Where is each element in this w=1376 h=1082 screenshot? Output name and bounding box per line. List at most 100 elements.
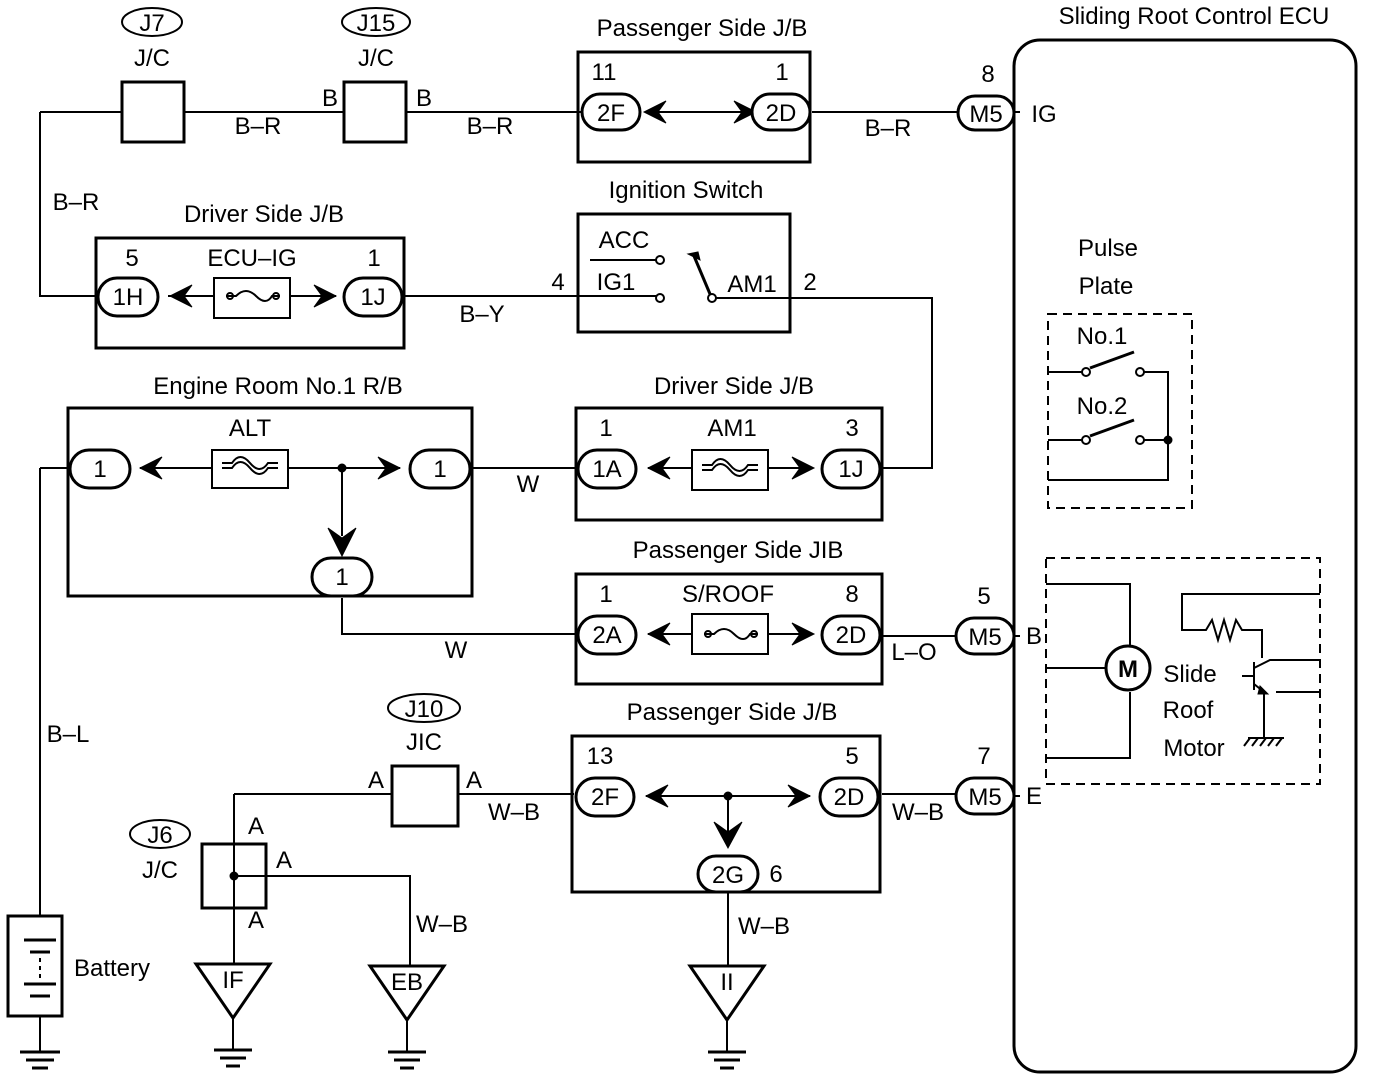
- wire-wb-4: W–B: [738, 913, 790, 940]
- ground-ii-label: II: [720, 969, 733, 996]
- m5-e-terminal: E: [1026, 783, 1042, 810]
- pjb-mid-right-conn: 2D: [836, 622, 867, 649]
- ignition-acc: ACC: [599, 227, 650, 254]
- wire-wb-3: W–B: [416, 911, 468, 938]
- wire-bl: B–L: [47, 721, 90, 748]
- j15-id: J15: [357, 10, 396, 37]
- pjb-bot-right-pin: 5: [845, 743, 858, 770]
- junction-j15: J15 J/C B B: [322, 7, 432, 144]
- j6-pin-top: A: [248, 813, 264, 840]
- ignition-am1: AM1: [727, 271, 776, 298]
- pulse-plate-line2: Plate: [1079, 273, 1134, 300]
- motor-label-2: Roof: [1163, 697, 1214, 724]
- pjb-mid-left-pin: 1: [599, 581, 612, 608]
- djb-top-right-conn: 1J: [360, 284, 385, 311]
- ground-if: IF: [193, 962, 273, 1068]
- pulse-sw1-label: No.1: [1077, 323, 1128, 350]
- j15-pin-left: B: [322, 85, 338, 112]
- pjb-top-right-pin: 1: [775, 59, 788, 86]
- m5-e-conn: M5: [968, 784, 1001, 811]
- m5-b-conn: M5: [968, 624, 1001, 651]
- wire-by: B–Y: [459, 301, 504, 328]
- alt-fuse: [211, 449, 289, 489]
- pjb-bot-bottom-pin: 6: [769, 861, 782, 888]
- pulse-plate: Pulse Plate No.1 No.2: [1047, 235, 1193, 509]
- passenger-jb-mid: Passenger Side JIB 1 S/ROOF 8 2A 2D: [574, 537, 884, 686]
- ignition-pin-right: 2: [803, 269, 816, 296]
- j6-type: J/C: [142, 857, 178, 884]
- wire-br-2: B–R: [467, 113, 514, 140]
- djb-top-left-pin: 5: [125, 245, 138, 272]
- engine-rb-bottom-conn: 1: [335, 564, 348, 591]
- engine-rb-title: Engine Room No.1 R/B: [153, 373, 402, 400]
- pjb-mid-title: Passenger Side JIB: [633, 537, 844, 564]
- motor-icon: [1104, 644, 1152, 692]
- pjb-top-right-conn: 2D: [766, 100, 797, 127]
- battery-label: Battery: [74, 955, 150, 982]
- engine-room-rb: Engine Room No.1 R/B ALT 1 1 1: [66, 373, 474, 598]
- m5-e-pin: 7: [977, 743, 990, 770]
- ecu-title: Sliding Root Control ECU: [1059, 3, 1330, 30]
- j6-pin-bottom: A: [248, 907, 264, 934]
- pjb-top-title: Passenger Side J/B: [597, 15, 808, 42]
- motor-label-1: Slide: [1163, 661, 1216, 688]
- slide-roof-motor: M Slide Roof Motor: [1045, 557, 1321, 785]
- ground-eb: EB: [367, 964, 447, 1070]
- pjb-bot-left-conn: 2F: [591, 784, 619, 811]
- pjb-mid-fuse-label: S/ROOF: [682, 581, 774, 608]
- wire-lo: L–O: [891, 639, 936, 666]
- pjb-top-left-conn: 2F: [597, 100, 625, 127]
- pulse-sw2-label: No.2: [1077, 393, 1128, 420]
- junction-j7: J7 J/C: [120, 7, 186, 144]
- ground-eb-label: EB: [391, 969, 423, 996]
- pjb-bot-right-conn: 2D: [834, 784, 865, 811]
- battery: Battery: [6, 914, 150, 1070]
- m5-e-connector: 7 M5 E: [954, 743, 1042, 816]
- m5-b-terminal: B: [1026, 623, 1042, 650]
- m5-ig-connector: 8 M5 IG: [956, 61, 1057, 132]
- j6-id: J6: [147, 822, 172, 849]
- m5-ig-pin: 8: [981, 61, 994, 88]
- j6-pin-right: A: [276, 847, 292, 874]
- j10-pin-left: A: [368, 767, 384, 794]
- sroof-fuse: [691, 613, 769, 655]
- ignition-ig1: IG1: [597, 269, 636, 296]
- ignition-switch: Ignition Switch ACC IG1 AM1 4 2: [551, 177, 817, 334]
- j10-pin-right: A: [466, 767, 482, 794]
- ecu-outline: [1012, 38, 1358, 1074]
- djb-top-right-pin: 1: [367, 245, 380, 272]
- ignition-title: Ignition Switch: [609, 177, 764, 204]
- pjb-mid-left-conn: 2A: [592, 622, 621, 649]
- pjb-mid-right-pin: 8: [845, 581, 858, 608]
- djb-mid-title: Driver Side J/B: [654, 373, 814, 400]
- djb-mid-right-pin: 3: [845, 415, 858, 442]
- junction-j10: J10 JIC A A: [368, 693, 482, 828]
- j10-type: JIC: [406, 729, 442, 756]
- djb-mid-fuse-label: AM1: [707, 415, 756, 442]
- pjb-bot-bottom-conn: 2G: [712, 862, 744, 889]
- driver-jb-mid: Driver Side J/B 1 AM1 3 1A 1J: [574, 373, 884, 522]
- wire-wb-1: W–B: [488, 799, 540, 826]
- driver-jb-top: Driver Side J/B 5 ECU–IG 1 1H 1J: [94, 201, 406, 350]
- ecu-ig-fuse: [213, 277, 291, 319]
- m5-b-pin: 5: [977, 583, 990, 610]
- wire-w-1: W: [517, 471, 540, 498]
- pulse-plate-line1: Pulse: [1078, 235, 1138, 262]
- djb-top-title: Driver Side J/B: [184, 201, 344, 228]
- wire-w-2: W: [445, 637, 468, 664]
- engine-rb-left-conn: 1: [93, 456, 106, 483]
- djb-mid-right-conn: 1J: [838, 456, 863, 483]
- ground-ii: II: [687, 964, 767, 1070]
- junction-j6: J6 J/C A A A: [129, 813, 292, 934]
- pjb-bot-title: Passenger Side J/B: [627, 699, 838, 726]
- am1-fuse: [691, 449, 769, 491]
- ignition-pin-left: 4: [551, 269, 564, 296]
- m5-ig-conn: M5: [969, 101, 1002, 128]
- djb-mid-left-conn: 1A: [592, 456, 621, 483]
- wire-wb-2: W–B: [892, 799, 944, 826]
- wire-br-3: B–R: [865, 115, 912, 142]
- pjb-bot-left-pin: 13: [587, 743, 614, 770]
- passenger-jb-bottom: Passenger Side J/B 13 5 2F 2D 2G 6: [570, 699, 882, 894]
- j7-type: J/C: [134, 45, 170, 72]
